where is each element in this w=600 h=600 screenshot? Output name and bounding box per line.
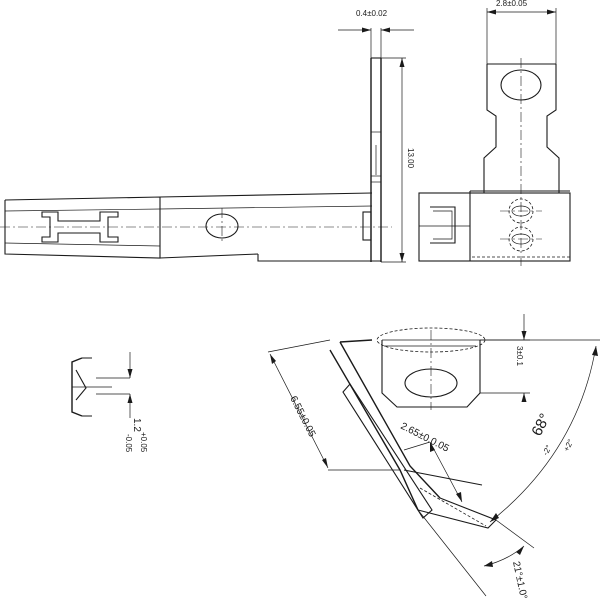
dim-angle-tol-minus: -2° [541,444,554,457]
bent-view: 3±0.1 6.55±0.05 2.65±0.0.05 68° +2° -2° … [267,314,600,600]
dim-angle-main: 68° [528,411,553,439]
dim-angle-tol-plus: +2° [562,438,576,453]
dim-section: 1.2 [131,418,142,432]
dim-thickness: 0.4±0.02 [356,9,388,18]
side-view: 0.4±0.02 13.00 [0,9,415,263]
dim-length-b: 2.65±0.0.05 [399,421,451,455]
dim-length-a: 6.55±0.05 [287,394,317,439]
dim-height: 13.00 [406,148,415,169]
front-view: 2.8±0.05 [418,0,571,268]
dim-section-tol-minus: -0.05 [124,434,133,453]
dim-tab-width: 2.8±0.05 [496,0,528,8]
section-view: 1.2 +0.05 -0.05 [71,352,148,453]
dim-section-tol-plus: +0.05 [139,432,148,453]
dim-hole-offset: 3±0.1 [515,346,524,367]
dim-angle-bend: 21°±1.0° [510,560,529,600]
